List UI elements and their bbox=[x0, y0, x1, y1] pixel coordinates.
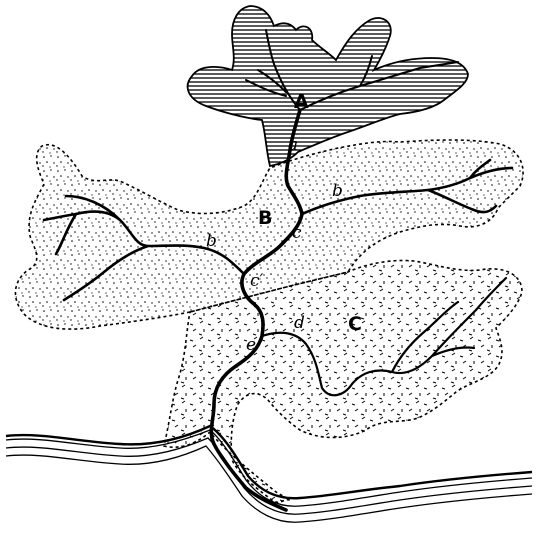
shoreline-band bbox=[5, 429, 533, 523]
region-c-label: C bbox=[348, 313, 362, 335]
stream-b-left-branch bbox=[42, 194, 246, 302]
stream-b-left-label: b bbox=[206, 231, 217, 251]
stream-c-prime-label: c′ bbox=[250, 271, 264, 291]
stream-a-branch bbox=[245, 29, 459, 111]
stream-b-right-branch bbox=[300, 158, 514, 216]
region-a-area bbox=[186, 5, 469, 168]
stream-c-label: c bbox=[292, 223, 302, 243]
stream-a-label: a bbox=[288, 135, 298, 155]
shoreline-top bbox=[5, 424, 533, 500]
region-b-area bbox=[14, 139, 524, 330]
stream-b-right-label: b bbox=[332, 181, 343, 201]
stream-d-branch bbox=[260, 276, 508, 397]
stream-d-label: d bbox=[294, 313, 305, 333]
stream-e-label: e bbox=[246, 335, 256, 355]
region-b-label: B bbox=[258, 207, 272, 229]
region-a-label: A bbox=[294, 91, 309, 113]
